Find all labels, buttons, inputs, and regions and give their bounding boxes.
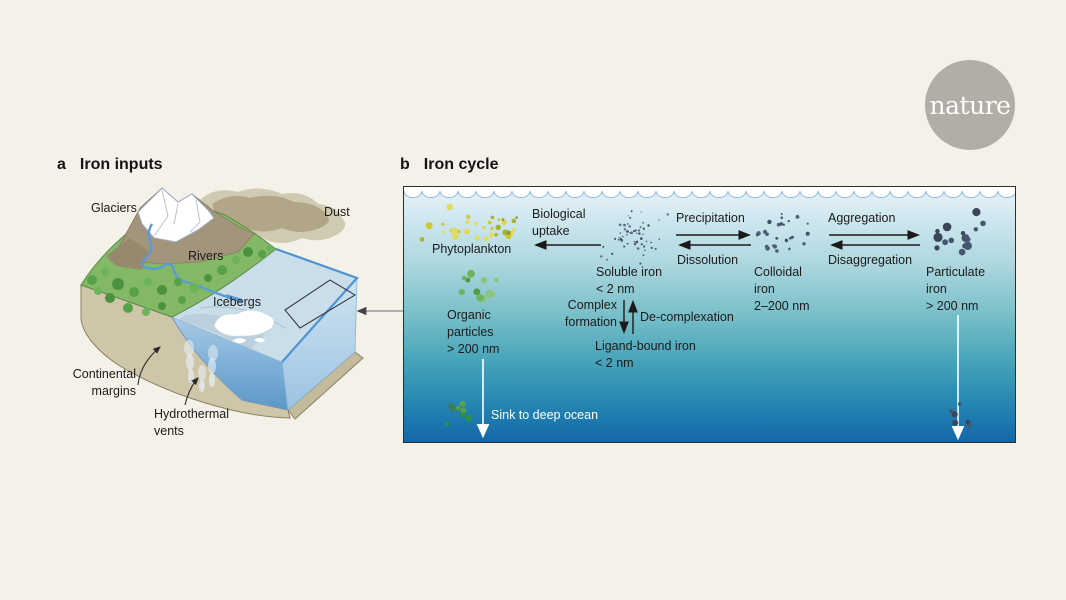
glaciers-label: Glaciers [91, 201, 137, 215]
organic-particles-dots [458, 269, 499, 303]
ligand-bound-iron-label: Ligand-bound iron < 2 nm [595, 339, 696, 370]
particulate-iron-dots [933, 208, 986, 256]
panel-b-heading: b Iron cycle [400, 156, 498, 174]
sinking-particulate-dots [949, 402, 972, 428]
hydrothermal-vents-arrow [184, 377, 199, 406]
disaggregation-label: Disaggregation [828, 253, 913, 267]
panel-b-letter: b [400, 156, 410, 173]
complex-formation-label: Complex formation [564, 298, 617, 329]
particulate-iron-label: Particulate iron > 200 nm [926, 265, 986, 313]
water-edge [275, 247, 359, 363]
hydrothermal-plumes [184, 340, 218, 392]
nature-wordmark: nature [929, 90, 1011, 120]
panel-a-letter: a [57, 156, 66, 173]
iron-inputs-illustration [80, 187, 406, 420]
soluble-iron-dots [600, 210, 669, 265]
iceberg [213, 309, 275, 344]
panel-a-title: Iron inputs [79, 156, 163, 173]
precipitation-label: Precipitation [676, 211, 745, 225]
organic-particles-label: Organic particles > 200 nm [447, 308, 500, 356]
continental-margins-arrow [137, 346, 161, 386]
panel-b-title: Iron cycle [423, 156, 499, 173]
phytoplankton-label: Phytoplankton [432, 242, 512, 256]
nature-logo: nature [925, 60, 1015, 150]
icebergs-label: Icebergs [213, 295, 261, 309]
sink-to-deep-ocean-label: Sink to deep ocean [491, 408, 599, 422]
biological-uptake-label: Biological uptake [532, 207, 586, 238]
colloidal-iron-dots [755, 213, 810, 253]
dissolution-label: Dissolution [677, 253, 739, 267]
aggregation-label: Aggregation [828, 211, 896, 225]
dust-label: Dust [324, 205, 350, 219]
iron-cycle-panel [403, 186, 1016, 443]
soluble-iron-label: Soluble iron < 2 nm [596, 265, 663, 296]
colloidal-iron-label: Colloidal iron 2–200 nm [754, 265, 810, 313]
sample-region-outline [284, 279, 357, 329]
sinking-organic-dots [445, 400, 473, 427]
phytoplankton-dots [419, 203, 518, 242]
iron-cycle-overlay [419, 203, 986, 441]
panel-a-heading: a Iron inputs [57, 156, 163, 174]
hydrothermal-vents-label: Hydrothermal vents [154, 407, 230, 438]
continental-margins-label: Continental margins [72, 367, 136, 398]
rivers-label: Rivers [188, 249, 224, 263]
de-complexation-label: De-complexation [640, 310, 734, 324]
vegetation [87, 244, 274, 316]
sea-surface-waves [404, 187, 1015, 198]
